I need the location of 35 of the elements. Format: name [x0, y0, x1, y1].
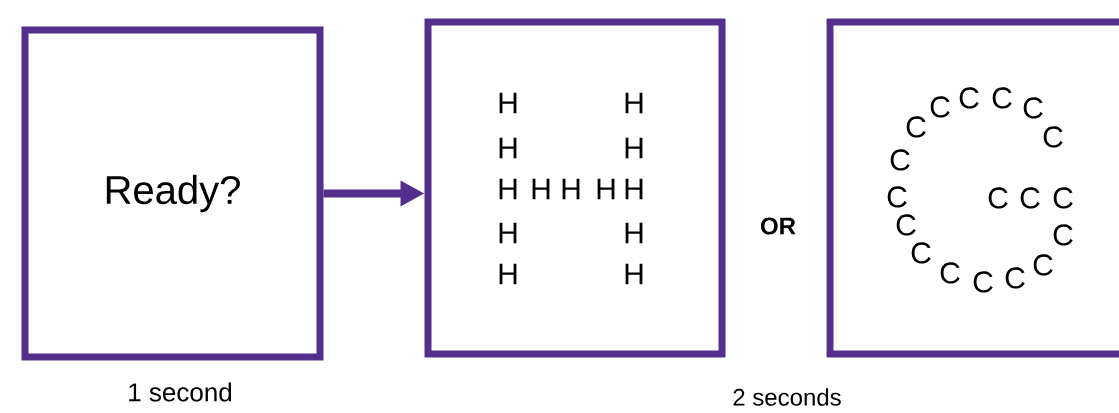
letter: H: [625, 137, 643, 159]
letter: C: [896, 214, 916, 236]
duration-label: 2 seconds: [733, 388, 841, 406]
letter: C: [906, 116, 926, 138]
letter: C: [940, 262, 960, 284]
letter: H: [499, 222, 517, 244]
letter: C: [1053, 187, 1073, 209]
letter: H: [597, 178, 615, 200]
letter: C: [1005, 267, 1025, 289]
letter: C: [1033, 254, 1053, 276]
letter: H: [562, 178, 580, 200]
letter: C: [1043, 126, 1063, 148]
letter: C: [992, 87, 1012, 109]
letter: H: [499, 92, 517, 114]
letter: H: [625, 263, 643, 285]
duration-label: 1 second: [129, 382, 232, 402]
or-label: OR: [761, 217, 796, 235]
letter: C: [1053, 224, 1073, 246]
letter: H: [499, 137, 517, 159]
letter: C: [988, 187, 1008, 209]
letter: C: [1023, 97, 1043, 119]
letter: H: [532, 178, 550, 200]
letter: H: [625, 178, 643, 200]
letter: H: [625, 222, 643, 244]
letter: C: [973, 271, 993, 293]
letter: C: [1020, 187, 1040, 209]
letter: C: [887, 186, 907, 208]
letter: H: [625, 92, 643, 114]
letter: C: [930, 96, 950, 118]
letter: C: [890, 149, 910, 171]
letter: C: [959, 87, 979, 109]
letter: C: [911, 242, 931, 264]
letter: H: [499, 263, 517, 285]
stimulus-box: Ready?: [21, 26, 324, 361]
letter: H: [499, 178, 517, 200]
